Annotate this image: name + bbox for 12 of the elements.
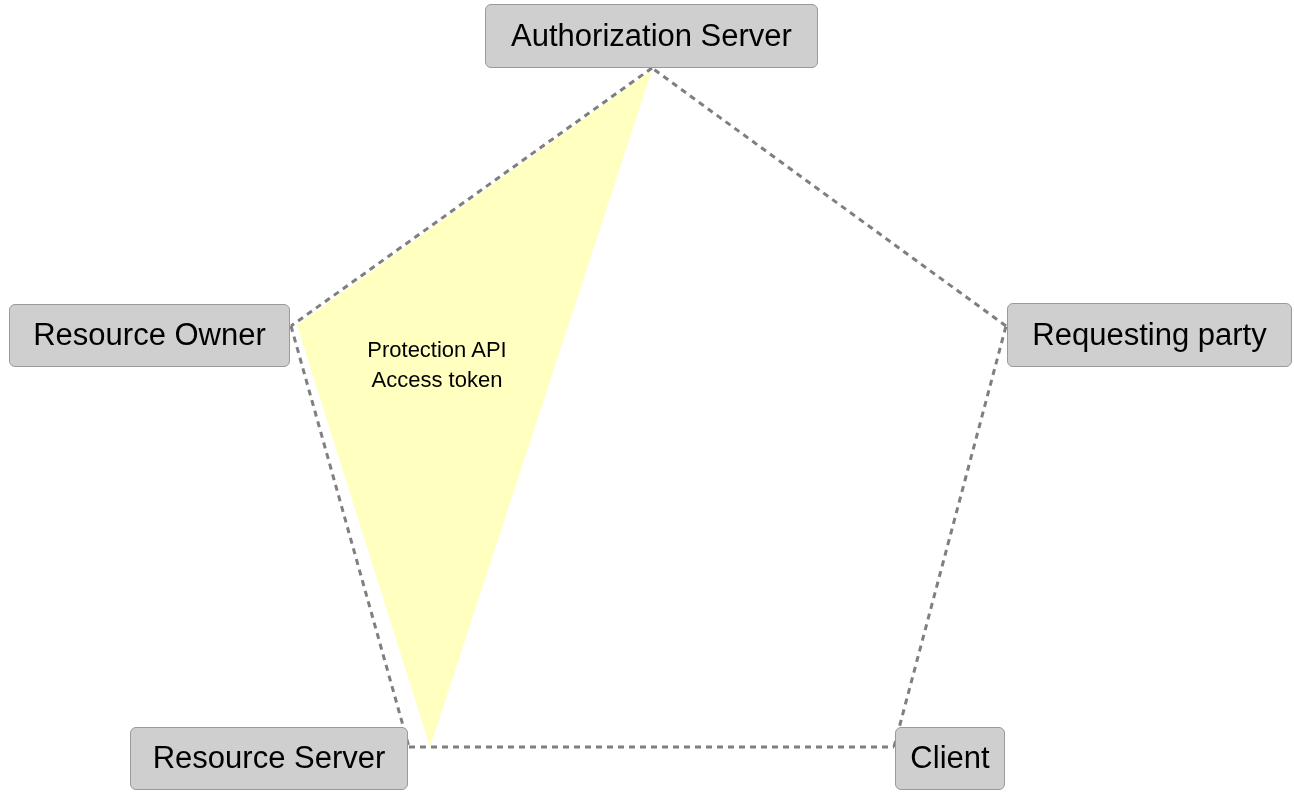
dashed-connector (651, 66, 1007, 328)
triangle-region (297, 70, 652, 747)
actor-box: Authorization Server (485, 4, 818, 68)
dashed-connector (289, 325, 411, 748)
dashed-connector (892, 325, 1008, 748)
actor-box: Resource Server (130, 727, 408, 790)
actor-box: Resource Owner (9, 304, 290, 367)
dashed-connector (290, 66, 653, 328)
actor-box: Requesting party (1007, 303, 1292, 367)
dashed-connector (409, 745, 894, 749)
region-label: Protection API Access token (366, 336, 508, 394)
actor-box: Client (895, 727, 1005, 790)
